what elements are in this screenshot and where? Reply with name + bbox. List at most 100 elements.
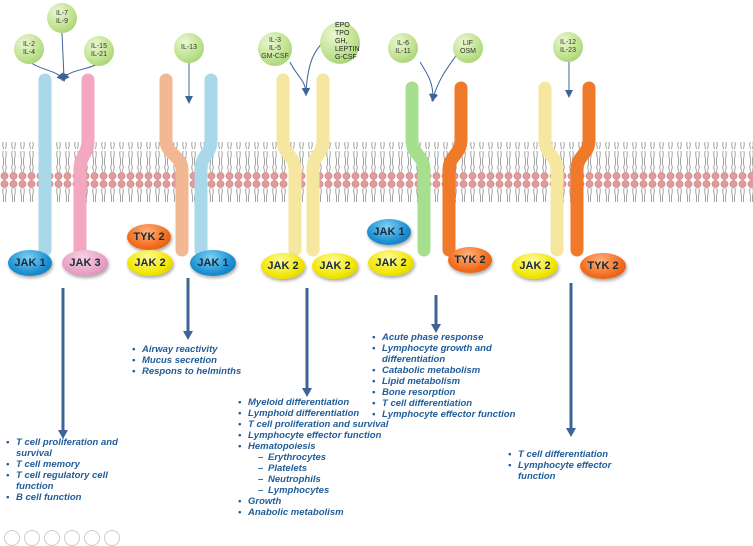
ligand-label: IL-23 [560,47,576,54]
function-item: Myeloid differentiation [238,397,398,408]
function-item: Lymphocyte effector function [238,430,398,441]
ligand-epo-group-labels: EPO TPO GH, LEPTIN G-CSF [335,22,360,62]
kinase-jak2: JAK 2 [261,253,305,279]
function-item: Lipid metabolism [372,376,520,387]
circle-icon[interactable] [84,530,100,546]
ligand-label: OSM [460,48,476,55]
receptor-chain-il4ra [194,73,218,257]
circle-icon[interactable] [104,530,120,546]
ligand-label: G-CSF [335,54,357,61]
receptor-chain-il13ra [159,73,189,257]
kinase-jak2: JAK 2 [312,253,358,279]
ligand-label: IL-13 [181,44,197,51]
ligand-label: IL-7 [55,10,69,17]
cell-membrane [0,142,753,202]
ligand-label: IL-9 [55,18,69,25]
function-item: Lymphocyte effector function [372,409,520,420]
function-item: Airway reactivity [132,344,292,355]
ligand-label: IL-5 [268,45,282,52]
ligand-label: IL-21 [91,51,107,58]
function-item: Bone resorption [372,387,520,398]
ligand-il13: IL-13 [174,33,204,63]
kinase-jak2: JAK 2 [368,250,414,276]
receptor-chain-alpha [73,73,95,257]
function-item: T cell proliferation and survival [6,437,136,459]
functions-list-g4: Acute phase responseLymphocyte growth an… [372,332,520,420]
functions-list-g1: T cell proliferation and survivalT cell … [6,437,136,503]
function-item: T cell regulatory cell function [6,470,136,492]
receptor-chain-gp130 [405,81,431,257]
kinase-jak1: JAK 1 [367,219,411,245]
circle-icon[interactable] [4,530,20,546]
function-item: Lymphocytes [238,485,398,496]
function-item: T cell differentiation [372,398,520,409]
functions-list-g2: Airway reactivityMucus secretionRespons … [132,344,292,377]
circle-icon[interactable] [24,530,40,546]
function-item: B cell function [6,492,136,503]
function-item: Growth [238,496,398,507]
kinase-tyk2: TYK 2 [127,224,171,250]
receptor-chains [38,73,596,257]
function-item: Lymphocyte growth and differentiation [372,343,520,365]
kinase-tyk2: TYK 2 [580,253,626,279]
receptor-chain-il12rb1 [538,81,564,257]
receptor-chain-lifr [442,81,468,257]
circle-icon[interactable] [44,530,60,546]
function-item: Neutrophils [238,474,398,485]
function-item: Lymphoid differentiation [238,408,398,419]
ligand-binding-arrow [59,32,68,82]
ligand-label: LEPTIN [335,46,360,53]
kinase-jak1: JAK 1 [190,250,236,276]
functions-list-g3: Myeloid differentiationLymphoid differen… [238,397,398,518]
signal-arrow-head [58,430,68,439]
function-item: Platelets [238,463,398,474]
function-item: Catabolic metabolism [372,365,520,376]
kinase-jak2: JAK 2 [512,253,558,279]
functions-list-g5: T cell differentiationLymphocyte effecto… [508,449,628,482]
function-item: T cell proliferation and survival [238,419,398,430]
signal-arrow-head [566,428,576,437]
circle-icon[interactable] [64,530,80,546]
signal-arrow-head [431,324,441,333]
ligand-label: IL-15 [91,43,107,50]
ligand-label: IL-11 [395,48,411,55]
ligand-label: IL-12 [560,39,576,46]
ligand-label: IL-6 [396,40,410,47]
signal-arrows [58,278,576,439]
function-item: Mucus secretion [132,355,292,366]
ligand-binding-arrow [289,61,310,96]
ligand-label: TPO [335,30,350,37]
ligand-label: GH, [335,38,348,45]
function-item: Erythrocytes [238,452,398,463]
kinase-jak3: JAK 3 [62,250,108,276]
signal-arrow-head [302,388,312,397]
signal-arrow-head [183,331,193,340]
function-item: Lymphocyte effector function [508,460,628,482]
function-item: T cell differentiation [508,449,628,460]
kinase-jak2: JAK 2 [127,250,173,276]
function-item: T cell memory [6,459,136,470]
function-item: Anabolic metabolism [238,507,398,518]
ligand-epo-group [320,22,360,64]
ligand-label: IL-4 [22,49,36,56]
ligand-label: GM-CSF [261,53,289,60]
ligand-binding-arrow [419,61,437,102]
ligand-label: IL-2 [22,41,36,48]
kinase-tyk2: TYK 2 [448,247,492,273]
ligand-label: IL-3 [268,37,282,44]
ligand-label: EPO [335,22,350,29]
receptor-chain-cytokine [306,73,330,257]
receptor-chain-il12rb2 [570,81,596,257]
toolbar-icons [4,530,120,546]
ligand-label: LIF [462,40,474,47]
receptor-chain-beta-c [276,73,302,257]
function-item: Respons to helminths [132,366,292,377]
